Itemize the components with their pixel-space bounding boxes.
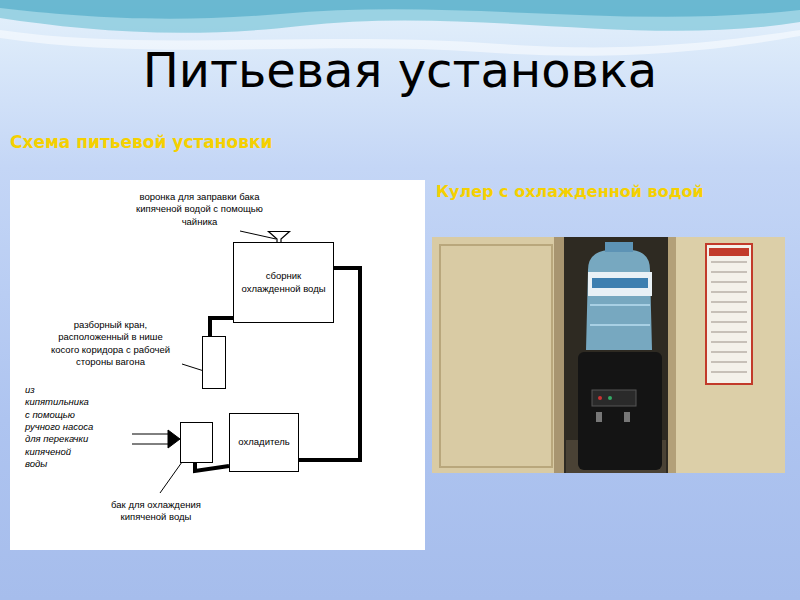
callout-label: бак для охлаждения кипяченой воды <box>91 499 221 524</box>
top-wave <box>0 0 800 33</box>
note-text: из кипятильника с помощью ручного насоса… <box>25 384 95 470</box>
section-heading: Кулер с охлажденной водой <box>436 182 704 201</box>
box-label: охладитель <box>234 436 293 448</box>
tap-box: разборный кран, расположенный в нише кос… <box>202 336 226 389</box>
diagram-panel <box>10 180 425 550</box>
top-wave <box>0 0 800 19</box>
tank-box: бак для охлаждения кипяченой воды <box>180 422 213 463</box>
callout-label: воронка для заправки бака кипяченой водо… <box>122 191 277 228</box>
pipe-line <box>210 318 233 336</box>
cooler-box: охладитель <box>229 413 299 472</box>
tank-box: сборник охлажденной воды <box>233 242 334 323</box>
box-label: сборник охлажденной воды <box>234 270 333 295</box>
pipe-line <box>195 463 229 471</box>
input-arrow <box>132 430 180 448</box>
callout-label: разборный кран, расположенный в нише кос… <box>43 319 178 368</box>
cooler-photo <box>432 237 785 473</box>
slide-title: Питьевая установка <box>0 44 800 97</box>
section-heading: Схема питьевой установки <box>10 132 272 152</box>
